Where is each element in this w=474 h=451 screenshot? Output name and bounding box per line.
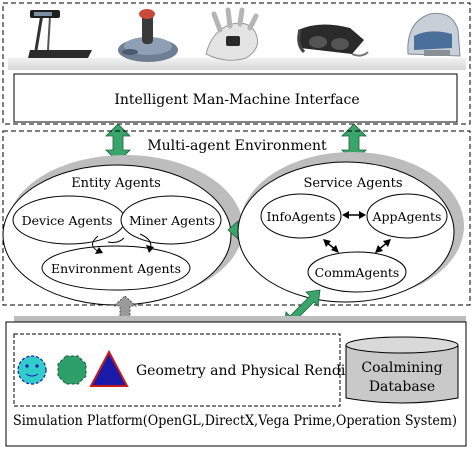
green-octagon-icon: [57, 355, 87, 385]
database-icon: [345, 336, 459, 404]
environment-agents-label: Environment Agents: [51, 261, 181, 276]
miner-environment-head: [146, 245, 154, 253]
environment-title: Multi-agent Environment: [147, 138, 327, 154]
simulation-platform-label: Simulation Platform(OpenGL,DirectX,Vega …: [13, 413, 457, 429]
info-app-arrow: [342, 211, 366, 219]
service-agents-title: Service Agents: [303, 176, 402, 191]
database-label-line1: Coalmining: [361, 360, 442, 376]
device-tier-border: [2, 2, 471, 125]
entity-agents-title: Entity Agents: [71, 176, 161, 191]
environment-border: [2, 130, 471, 306]
miner-agents-ellipse: [120, 195, 222, 245]
miner-agents-label: Miner Agents: [129, 213, 215, 228]
miner-to-device-arrow: [107, 237, 125, 243]
entity-agents-group: Entity Agents Device Agents Miner Agents…: [2, 155, 243, 306]
vr-headset-icon: [297, 24, 369, 57]
device-floor: [8, 58, 466, 70]
simulation-platform: Geometry and Physical Rending Coalmining…: [5, 316, 467, 447]
app-agents-ellipse: [366, 193, 448, 239]
service-agents-group: Service Agents InfoAgents AppAgents Comm…: [237, 152, 464, 303]
joystick-icon: [118, 9, 178, 62]
environment-agents-ellipse: [41, 245, 191, 291]
device-tier: Intelligent Man-Machine Interface: [2, 2, 471, 125]
interface-label: Intelligent Man-Machine Interface: [114, 92, 359, 108]
app-comm-arrow: [375, 239, 391, 253]
treadmill-icon: [28, 10, 92, 58]
data-glove-icon: [205, 7, 259, 61]
device-environment-head: [95, 247, 103, 254]
device-agents-label: Device Agents: [22, 213, 113, 228]
info-agents-label: InfoAgents: [266, 209, 335, 224]
comm-agents-ellipse: [307, 251, 407, 293]
info-comm-arrow: [323, 239, 339, 253]
geometry-label: Geometry and Physical Rending: [136, 363, 363, 379]
app-agents-label: AppAgents: [372, 209, 442, 224]
info-agents-ellipse: [260, 193, 342, 239]
cyan-circle-icon: [17, 355, 47, 385]
multi-agent-environment: Multi-agent Environment Entity Agents De…: [2, 130, 471, 306]
blue-triangle-icon: [89, 349, 129, 387]
database-label-line2: Database: [369, 379, 435, 395]
interface-box: [13, 73, 458, 123]
head-mounted-display-icon: [407, 12, 461, 57]
comm-agents-label: CommAgents: [315, 265, 400, 280]
